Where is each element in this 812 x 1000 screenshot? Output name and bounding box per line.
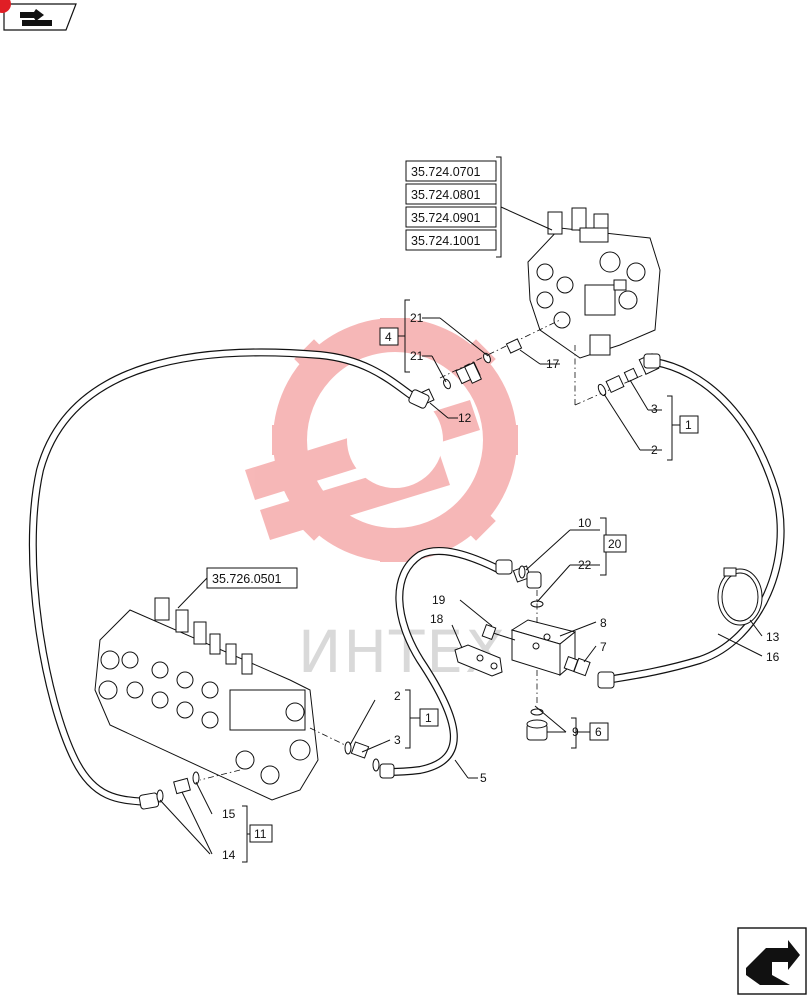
callout-box-11[interactable]: [249, 824, 273, 843]
ref-box-35-724-0801[interactable]: [405, 183, 497, 205]
callout-14: 14: [222, 848, 236, 862]
callout-8: 8: [600, 616, 607, 630]
callout-16: 16: [766, 650, 780, 664]
callout-7: 7: [600, 640, 607, 654]
callout-box-6[interactable]: [589, 722, 609, 741]
callout-box-4[interactable]: [379, 327, 399, 346]
manifold-block: [510, 619, 577, 677]
callout-box-20[interactable]: [603, 534, 627, 553]
callout-13: 13: [766, 630, 780, 644]
fitting-7: [563, 656, 591, 677]
callout-19: 19: [432, 593, 446, 607]
ref-label-5: 35.726.0501: [212, 572, 282, 586]
ref-box-35-724-0901[interactable]: [405, 206, 497, 228]
callout-6: 6: [595, 725, 602, 739]
ref-label-3: 35.724.0901: [411, 211, 481, 225]
callout-17: 17: [546, 357, 560, 371]
fittings-lower: [156, 741, 380, 803]
bolt: [481, 624, 516, 641]
folder-return-icon[interactable]: [0, 0, 77, 31]
callout-3-upper: 3: [651, 402, 658, 416]
callout-22: 22: [578, 558, 592, 572]
callout-1-lower: 1: [425, 711, 432, 725]
hose-clamp: [717, 567, 763, 626]
callout-11: 11: [254, 827, 267, 841]
callout-5: 5: [480, 771, 487, 785]
control-valve-lower: [94, 597, 319, 801]
callout-9: 9: [572, 725, 579, 739]
callout-20: 20: [608, 537, 622, 551]
callout-box-1-upper[interactable]: [679, 415, 699, 434]
callout-12: 12: [458, 411, 472, 425]
callout-1-upper: 1: [685, 418, 692, 432]
callout-15: 15: [222, 807, 236, 821]
callout-21-lower: 21: [410, 349, 424, 363]
mounting-bracket: [454, 644, 503, 677]
ref-box-35-724-0701[interactable]: [405, 160, 497, 182]
return-arrow-icon[interactable]: [737, 927, 807, 995]
watermark-gear-logo: [245, 318, 518, 562]
ref-label-2: 35.724.0801: [411, 188, 481, 202]
callout-18: 18: [430, 612, 444, 626]
callout-3-lower: 3: [394, 733, 401, 747]
ref-label-4: 35.724.1001: [411, 234, 481, 248]
ref-box-35-724-1001[interactable]: [405, 229, 497, 251]
callout-2-lower: 2: [394, 689, 401, 703]
callout-box-1-lower[interactable]: [419, 708, 439, 727]
reference-box-stack: 35.724.0701 35.724.0801 35.724.0901 35.7…: [405, 156, 553, 258]
callout-4: 4: [385, 330, 392, 344]
callout-10: 10: [578, 516, 592, 530]
callout-21-upper: 21: [410, 311, 424, 325]
control-valve-upper: [527, 207, 661, 359]
hoses: [28, 348, 785, 806]
callout-2-upper: 2: [651, 443, 658, 457]
ref-label-1: 35.724.0701: [411, 165, 481, 179]
fittings-upper: [417, 338, 523, 406]
